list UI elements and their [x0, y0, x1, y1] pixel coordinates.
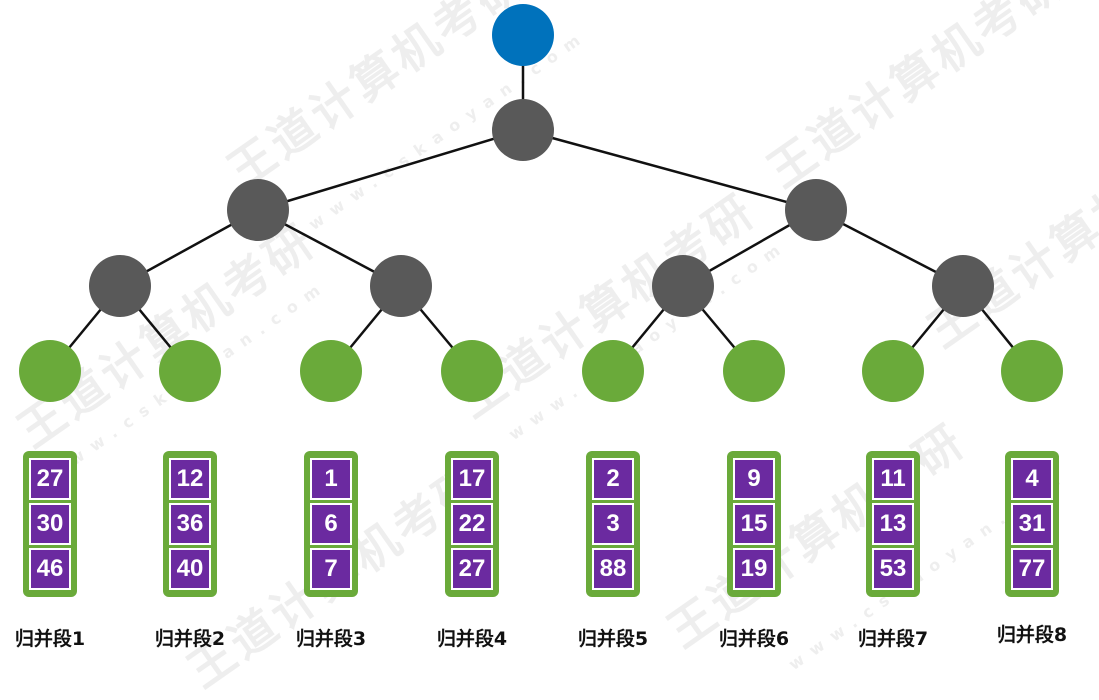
- segment-label: 归并段7: [857, 628, 929, 650]
- leaf-node-5: [582, 340, 644, 402]
- segment-value: 15: [733, 503, 775, 545]
- leaf-node-4: [441, 340, 503, 402]
- internal-node: [89, 255, 151, 317]
- leaf-node-8: [1001, 340, 1063, 402]
- segment-label: 归并段6: [718, 628, 790, 650]
- segment-value: 1: [310, 458, 352, 500]
- internal-node: [785, 179, 847, 241]
- segment-value: 12: [169, 458, 211, 500]
- segment-value: 30: [29, 503, 71, 545]
- segment-label: 归并段1: [14, 628, 86, 650]
- root-node: [492, 4, 554, 66]
- segment-value: 53: [872, 548, 914, 590]
- segment-value: 4: [1011, 458, 1053, 500]
- segment-value: 11: [872, 458, 914, 500]
- segment-value: 22: [451, 503, 493, 545]
- tree-edge: [257, 128, 524, 212]
- segment-value: 36: [169, 503, 211, 545]
- segment-value: 19: [733, 548, 775, 590]
- segment-value: 13: [872, 503, 914, 545]
- segment-label: 归并段8: [996, 624, 1068, 646]
- segment-value: 77: [1011, 548, 1053, 590]
- internal-node: [227, 179, 289, 241]
- tree-graph: [19, 4, 1063, 402]
- segment-label: 归并段3: [295, 628, 367, 650]
- segment-value: 40: [169, 548, 211, 590]
- internal-node: [370, 255, 432, 317]
- leaf-node-7: [862, 340, 924, 402]
- segment-value: 6: [310, 503, 352, 545]
- leaf-node-2: [159, 340, 221, 402]
- segment-value: 3: [592, 503, 634, 545]
- segment-value: 9: [733, 458, 775, 500]
- internal-node: [492, 99, 554, 161]
- segment-value: 27: [29, 458, 71, 500]
- internal-node: [932, 255, 994, 317]
- segment-value: 46: [29, 548, 71, 590]
- segment-value: 17: [451, 458, 493, 500]
- leaf-node-1: [19, 340, 81, 402]
- segment-label: 归并段5: [577, 628, 649, 650]
- segment-label: 归并段4: [436, 628, 508, 650]
- segment-value: 2: [592, 458, 634, 500]
- segment-value: 88: [592, 548, 634, 590]
- loser-tree-diagram: 王道计算机考研 王道计算机考研 王道计算机考研 王道计算机考研 王道计算机考研 …: [8, 0, 1099, 698]
- leaf-node-6: [723, 340, 785, 402]
- segment-value: 31: [1011, 503, 1053, 545]
- tree-edge: [522, 128, 817, 212]
- segment-value: 7: [310, 548, 352, 590]
- segment-value: 27: [451, 548, 493, 590]
- internal-node: [652, 255, 714, 317]
- leaf-node-3: [300, 340, 362, 402]
- segment-label: 归并段2: [154, 628, 226, 650]
